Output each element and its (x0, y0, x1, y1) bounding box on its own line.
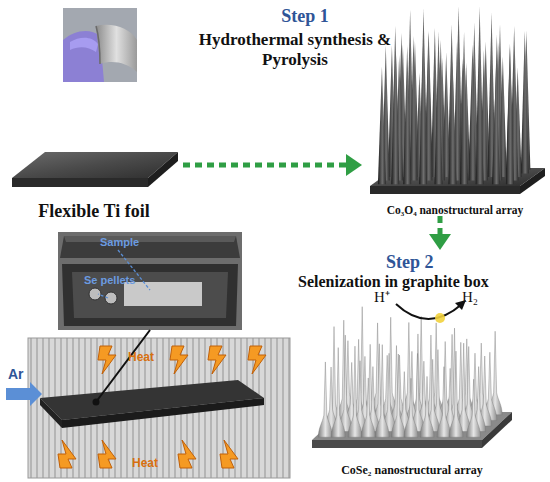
heat-bolt (98, 346, 116, 374)
chemical-species: H⁺ (374, 288, 404, 306)
arrow-head (429, 234, 451, 250)
heat-bolt (58, 440, 76, 468)
nanospike (467, 379, 481, 437)
cose2-array (312, 307, 512, 448)
nanospike (375, 345, 389, 438)
heat-bolt (248, 346, 266, 374)
nanospike (338, 335, 352, 431)
heat-bolt (220, 440, 238, 468)
nanospike (506, 47, 514, 184)
co3o4-array (370, 6, 545, 194)
reaction-arrow (396, 300, 466, 323)
step-title: Step 1 (250, 6, 360, 28)
stage-node: Flexible Ti foil (5, 92, 183, 222)
arrow-shaft (183, 163, 348, 168)
furnace-photo (6, 330, 290, 478)
nanospike (348, 346, 362, 437)
nanospike (457, 343, 471, 431)
heat-label: Heat (128, 350, 168, 364)
arrow-head (346, 154, 362, 176)
nanospike (404, 378, 418, 437)
callout-label: Sample (100, 236, 160, 249)
ti-foil-plate (12, 152, 178, 187)
stage-label: Co₃O₄ nanostructural array (362, 204, 548, 216)
nanospike (361, 378, 375, 437)
heat-label: Heat (132, 456, 172, 470)
nanospike (449, 351, 463, 437)
callout-label: Se pellets (84, 274, 154, 287)
heat-bolt (170, 346, 188, 374)
nanospike (331, 348, 345, 438)
step-description: Hydrothermal synthesis & Pyrolysis (190, 30, 400, 71)
nanospike (391, 25, 399, 184)
hand-photo (63, 8, 137, 82)
nanospike (403, 45, 411, 184)
nanospike (448, 61, 456, 184)
graphite-box-photo (58, 232, 242, 330)
heat-bolts (58, 346, 266, 468)
nanospike (378, 67, 386, 185)
nanospike (437, 367, 451, 438)
nanospike (476, 55, 484, 184)
stage-label: Flexible Ti foil (5, 201, 183, 222)
gas-label: Ar (8, 366, 38, 383)
heat-bolt (208, 346, 226, 374)
nanospike (410, 36, 418, 181)
nanospike (391, 354, 405, 437)
heat-bolt (98, 440, 116, 468)
nanospike (419, 42, 427, 184)
nanospike (469, 70, 477, 180)
nanospike (460, 31, 468, 184)
arrow-shaft (438, 216, 443, 236)
nanospike (435, 31, 443, 184)
step-description: Selenization in graphite box (298, 272, 548, 291)
process-arrow (183, 154, 362, 176)
nanospike (318, 362, 332, 437)
heat-bolt (178, 440, 196, 468)
stage-label: CoSe₂ nanostructural array (300, 463, 524, 478)
step-title: Step 2 (386, 252, 476, 274)
nanospike (492, 67, 500, 184)
process-arrow (429, 216, 451, 250)
nanospike (420, 376, 434, 437)
nanospike (521, 31, 529, 174)
chemical-species: H₂ (462, 288, 492, 306)
